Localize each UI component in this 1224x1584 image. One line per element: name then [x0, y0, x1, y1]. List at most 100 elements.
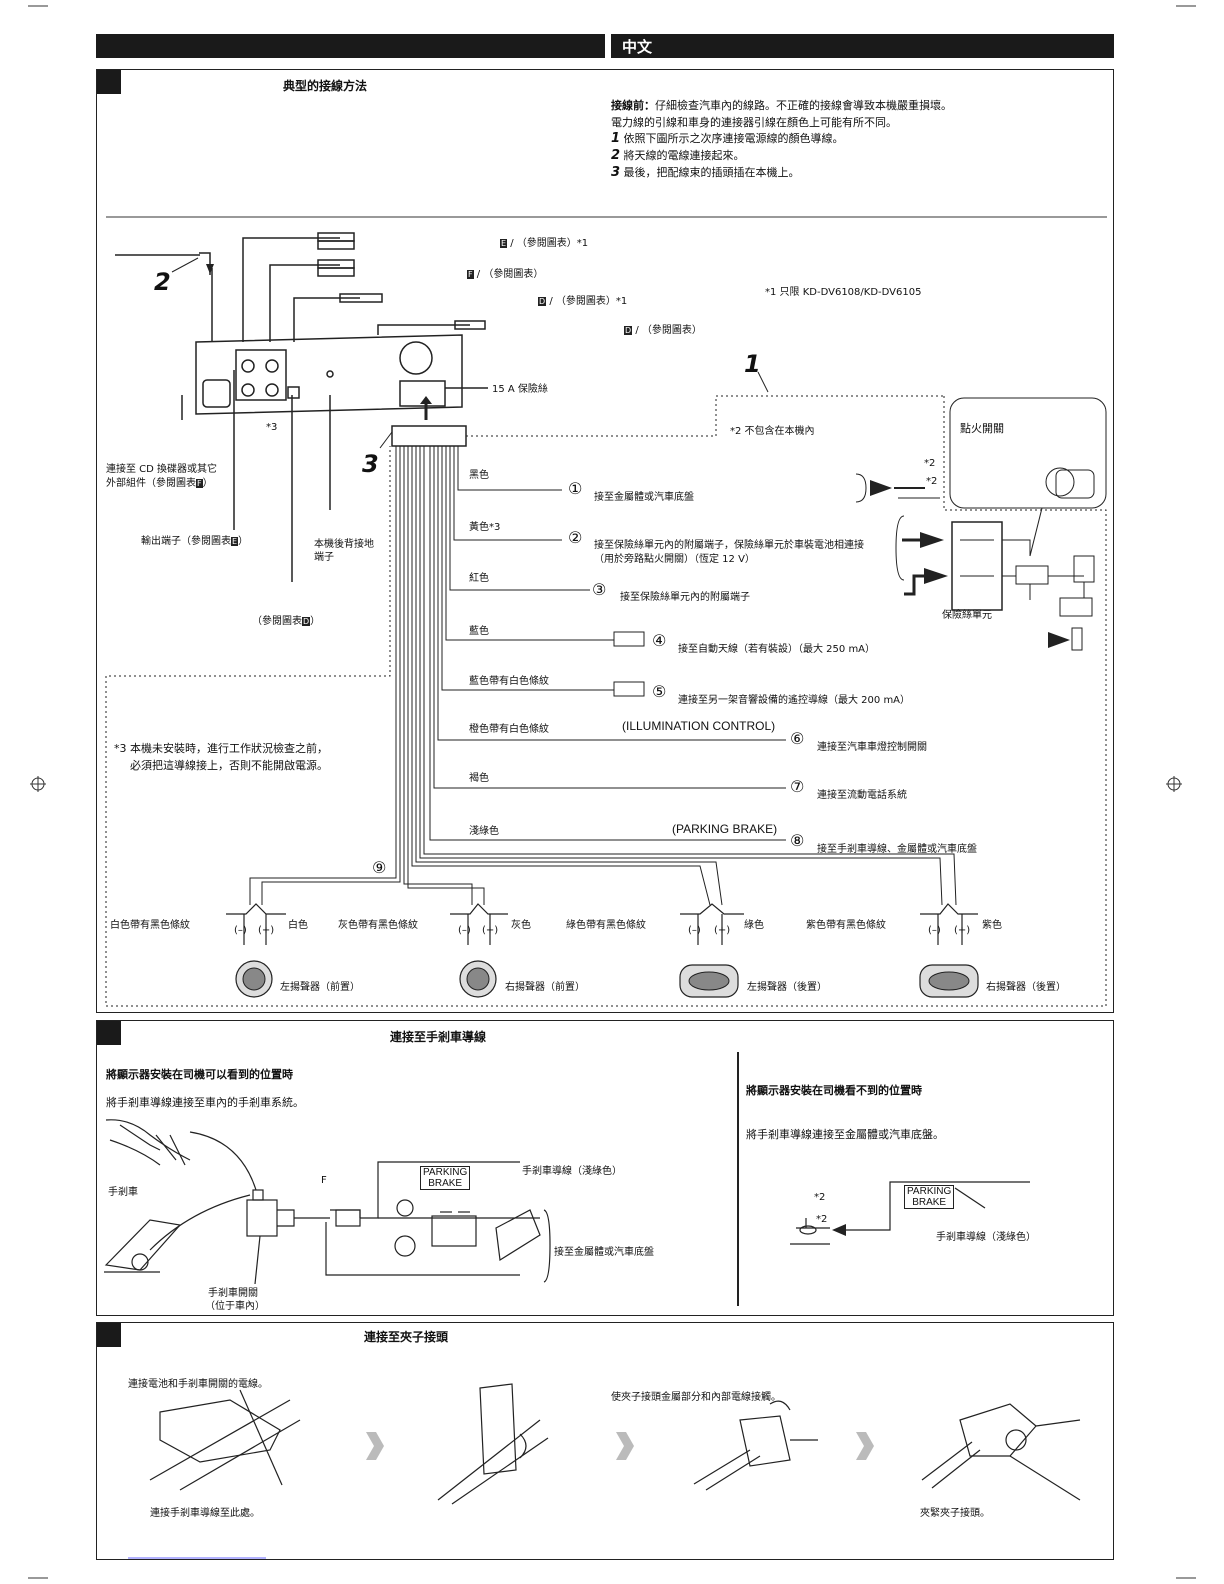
ref-e-1: E / （參閱圖表）*1	[500, 234, 588, 249]
step-3: 3 最後，把配線束的插頭插在本機上。	[611, 164, 800, 180]
speaker-3-plus: (+)	[714, 925, 731, 936]
note3-line2: 必須把這導線接上，否則不能開啟電源。	[130, 759, 328, 772]
cd-changer-line2: 外部組件（參閱圖表F）	[106, 474, 213, 489]
pb-box-left-1: PARKING	[423, 1167, 468, 1178]
wire-3-desc: 接至保險絲單元內的附屬端子	[620, 592, 750, 603]
rear-ground-line2: 端子	[314, 552, 334, 563]
wire-5-num: ⑤	[652, 682, 667, 701]
step-3-num: 3	[611, 165, 621, 180]
wire-7-num: ⑦	[790, 777, 805, 796]
right-star2-a: *2	[814, 1192, 826, 1203]
intro-bold: 接線前：	[611, 99, 655, 112]
output-terminal-letter: E	[231, 537, 239, 546]
f-marker: F	[321, 1175, 327, 1186]
diagram-step-1: 1	[744, 350, 761, 378]
speaker-1-pos: 白色	[288, 920, 308, 931]
speaker-4-plus: (+)	[954, 925, 971, 936]
intro-line2: 電力線的引線和車身的連接器引線在顏色上可能有所不同。	[611, 116, 897, 129]
pb-box-right-1: PARKING	[907, 1186, 952, 1197]
ref-d-2-suffix: ）	[691, 325, 702, 336]
output-terminal-end: ）	[238, 536, 249, 547]
ref-d-text: （參閱圖表	[252, 616, 302, 627]
ref-f-1-text: / （參閱圖表	[473, 269, 534, 280]
ref-f-1: F / （參閱圖表）	[467, 265, 543, 280]
wire-2-desc2: （用於旁路點火開關）（恆定 12 V）	[594, 554, 755, 565]
cd-changer-text: 外部組件（參閱圖表	[106, 478, 196, 489]
wire-2-desc: 接至保險絲單元內的附屬端子，保險絲單元於車裝電池相連接	[594, 540, 864, 551]
speaker-1-plus: (+)	[258, 925, 275, 936]
wire-8-color: 淺綠色	[469, 826, 499, 837]
ref-d-1-suffix: ）*1	[605, 296, 628, 307]
step-1: 1 依照下圖所示之次序連接電源線的顏色導線。	[611, 130, 844, 146]
speaker-2-pos: 灰色	[511, 920, 531, 931]
speaker-1-neg: 白色帶有黑色條紋	[110, 920, 190, 931]
speaker-1-minus: (–)	[234, 925, 247, 936]
wire-1-num: ①	[568, 479, 583, 498]
switch-label-2: （位于車內）	[205, 1301, 265, 1312]
right-heading: 將顯示器安裝在司機看不到的位置時	[746, 1084, 922, 1097]
pb-box-left-2: BRAKE	[428, 1178, 463, 1189]
switch-label-1: 手剎車開關	[208, 1288, 258, 1299]
speaker-2-plus: (+)	[482, 925, 499, 936]
ref-f-1-suffix: ）	[533, 269, 544, 280]
clip-step1: 連接電池和手剎車開關的電線。	[128, 1379, 268, 1390]
ref-d-2-text: / （參閱圖表	[632, 325, 692, 336]
ref-d-letter: D	[302, 617, 311, 626]
header-bar-right	[611, 34, 1114, 58]
speaker-2-neg: 灰色帶有黑色條紋	[338, 920, 418, 931]
cd-changer-line1: 連接至 CD 換碟器或其它	[106, 464, 218, 475]
speaker-2-minus: (–)	[458, 925, 471, 936]
model-note: *1 只限 KD-DV6108/KD-DV6105	[765, 287, 922, 298]
speaker-4-neg: 紫色帶有黑色條紋	[806, 920, 886, 931]
right-star2-b: *2	[816, 1214, 828, 1225]
note3-line1: *3 本機未安裝時，進行工作狀況檢查之前，	[114, 742, 328, 755]
wire-4-color: 藍色	[469, 626, 489, 637]
ref-e-1-letter: E	[500, 239, 508, 248]
wire-8-desc: 接至手剎車導線、金屬體或汽車底盤	[817, 844, 977, 855]
output-terminal-text: 輸出端子（參閱圖表	[141, 536, 231, 547]
pb-box-right: PARKING BRAKE	[904, 1185, 955, 1209]
wire-7-desc: 連接至流動電話系統	[817, 790, 907, 801]
wire-9-num: ⑨	[372, 858, 387, 877]
speaker-4-name: 右揚聲器（後置）	[986, 982, 1066, 993]
wire-4-num: ④	[652, 631, 667, 650]
speaker-3-minus: (–)	[688, 925, 701, 936]
wire-2-num: ②	[568, 528, 583, 547]
step-2-num: 2	[611, 148, 621, 163]
wire-5-color: 藍色帶有白色條紋	[469, 676, 549, 687]
step-1-num: 1	[611, 131, 621, 146]
step-2-text: 將天線的電線連接起來。	[623, 149, 745, 162]
wire-8-label: (PARKING BRAKE)	[672, 822, 778, 836]
speaker-4-pos: 紫色	[982, 920, 1002, 931]
ref-e-1-text: / （參閱圖表	[507, 238, 567, 249]
output-terminal-label: 輸出端子（參閱圖表E）	[141, 532, 248, 547]
ref-d-label: （參閱圖表D）	[252, 612, 320, 627]
header-bar-left	[96, 34, 605, 58]
intro-line1: 接線前：仔細檢查汽車內的線路。不正確的接線會導致本機嚴重損壞。	[611, 97, 952, 113]
section-tab-1	[97, 70, 121, 94]
cd-changer-end: ）	[202, 478, 213, 489]
ref-d-2: D / （參閱圖表）	[624, 321, 702, 336]
diagram-step-3: 3	[362, 450, 379, 478]
right-wire-label: 手剎車導線（淺綠色）	[936, 1232, 1036, 1243]
clip-step4: 夾緊夾子接頭。	[920, 1508, 990, 1519]
ref-d-1-letter: D	[538, 297, 547, 306]
wire-6-desc: 連接至汽車車燈控制開關	[817, 742, 927, 753]
ref-f-1-letter: F	[467, 270, 474, 279]
wire-5-desc: 連接至另一架音響設備的遙控導線（最大 200 mA）	[678, 695, 911, 706]
clip-step1b: 連接手剎車導線至此處。	[150, 1508, 260, 1519]
speaker-3-neg: 綠色帶有黑色條紋	[566, 920, 646, 931]
speaker-3-pos: 綠色	[744, 920, 764, 931]
fuse-label: 15 A 保險絲	[492, 384, 548, 395]
ref-d-1-text: / （參閱圖表	[546, 296, 606, 307]
clip-connector-panel	[96, 1322, 1114, 1560]
pb-box-left: PARKING BRAKE	[420, 1166, 471, 1190]
speaker-4-minus: (–)	[928, 925, 941, 936]
ref-d-end: ）	[310, 616, 321, 627]
intro-text: 仔細檢查汽車內的線路。不正確的接線會導致本機嚴重損壞。	[655, 99, 952, 112]
left-text: 將手剎車導線連接至車內的手剎車系統。	[106, 1096, 304, 1109]
not-included-note: *2 不包含在本機內	[730, 426, 815, 437]
wiring-panel	[96, 69, 1114, 1013]
